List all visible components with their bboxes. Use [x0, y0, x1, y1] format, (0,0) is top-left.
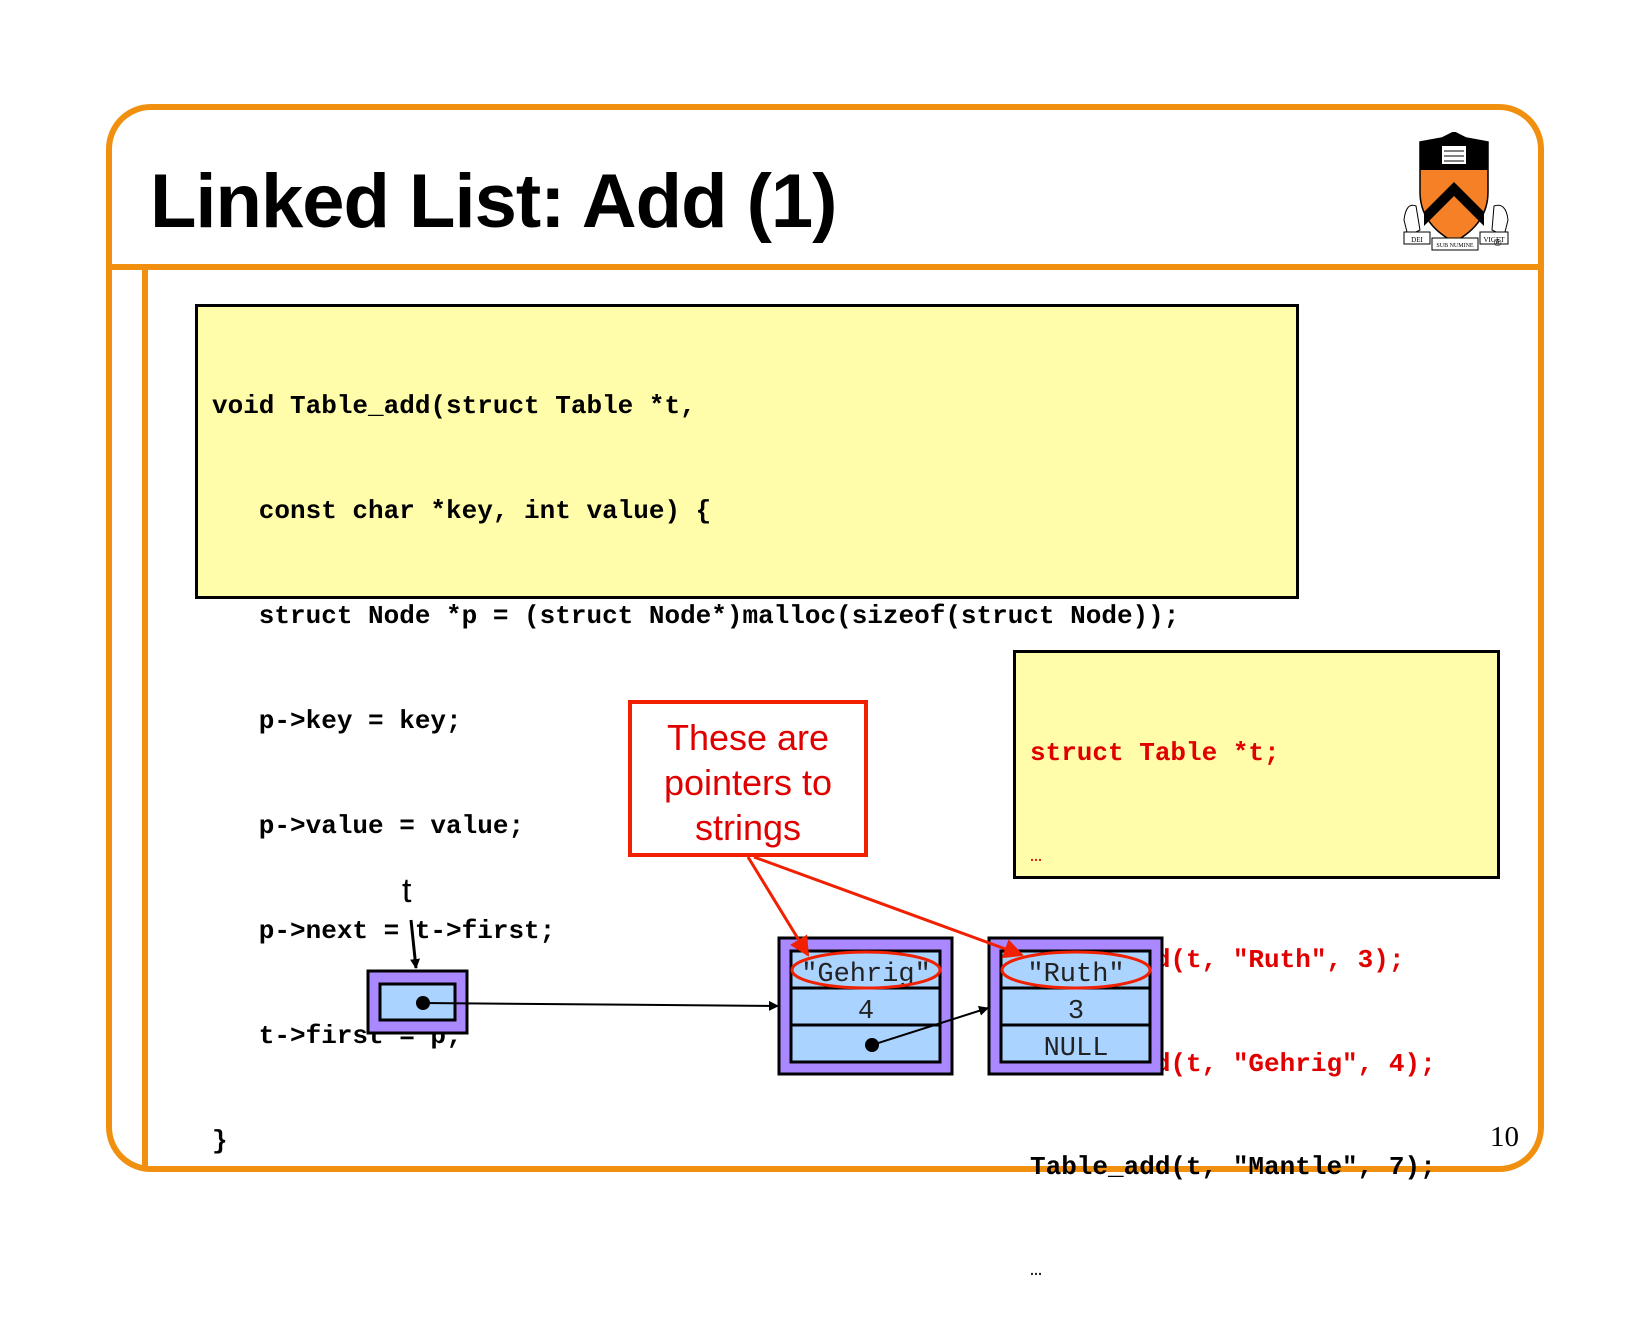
code-line-ellipsis: … — [1030, 844, 1043, 868]
callout-line: strings — [694, 807, 802, 848]
frame-border — [106, 104, 1544, 1172]
key-highlight-ellipse — [1000, 950, 1152, 990]
motto-center: SUB NUMINE — [1436, 243, 1474, 249]
princeton-shield-logo: DEI SUB NUMINE VIGET — [1403, 132, 1509, 251]
code-line: } — [212, 1126, 228, 1156]
motto-left: DEI — [1411, 236, 1423, 244]
node-value: 4 — [858, 997, 874, 1027]
callout-pointers-to-strings: These are pointers to strings — [628, 700, 868, 857]
registered-mark: ® — [1494, 238, 1502, 249]
motto-ribbon: DEI SUB NUMINE VIGET — [1403, 204, 1509, 251]
key-highlight-ellipse — [790, 950, 942, 990]
callout-arrow-to-gehrig — [746, 856, 810, 957]
code-block-table-add: void Table_add(struct Table *t, const ch… — [195, 304, 1299, 1156]
list-node-ruth: "Ruth" 3 NULL — [987, 936, 1164, 1076]
next-pointer-arrow — [871, 1005, 989, 1046]
slide-frame — [106, 104, 1544, 1172]
code-line: struct Node *p = (struct Node*)malloc(si… — [212, 601, 1180, 631]
shield-icon — [1419, 132, 1489, 243]
list-node-gehrig: "Gehrig" 4 — [777, 936, 954, 1076]
code-line: p->next = t->first; — [212, 916, 556, 946]
motto-right: VIGET — [1484, 236, 1506, 244]
table-pointer-label: t — [402, 872, 412, 910]
code-line: p->value = value; — [212, 811, 525, 841]
first-pointer-arrow — [422, 1000, 779, 1011]
t-label-arrow — [409, 919, 421, 969]
callout-line: pointers to — [663, 762, 833, 803]
code-line: p->key = key; — [212, 706, 462, 736]
code-line: struct Table *t; — [1030, 738, 1280, 768]
node-value: 3 — [1068, 997, 1084, 1027]
callout-line: These are — [666, 717, 830, 758]
table-struct-box — [366, 969, 469, 1035]
code-line: const char *key, int value) { — [212, 496, 712, 526]
slide-title: Linked List: Add (1) — [150, 159, 837, 244]
node-next-null: NULL — [1044, 1034, 1109, 1064]
page-number: 10 — [1490, 1121, 1519, 1153]
linked-list-diagram: "Gehrig" 4 "Ruth" 3 NULL — [366, 855, 1164, 1076]
callout-arrow-to-ruth — [753, 855, 1024, 959]
code-line: void Table_add(struct Table *t, — [212, 391, 696, 421]
code-line: Table_add(t, "Mantle", 7); — [1030, 1152, 1436, 1182]
